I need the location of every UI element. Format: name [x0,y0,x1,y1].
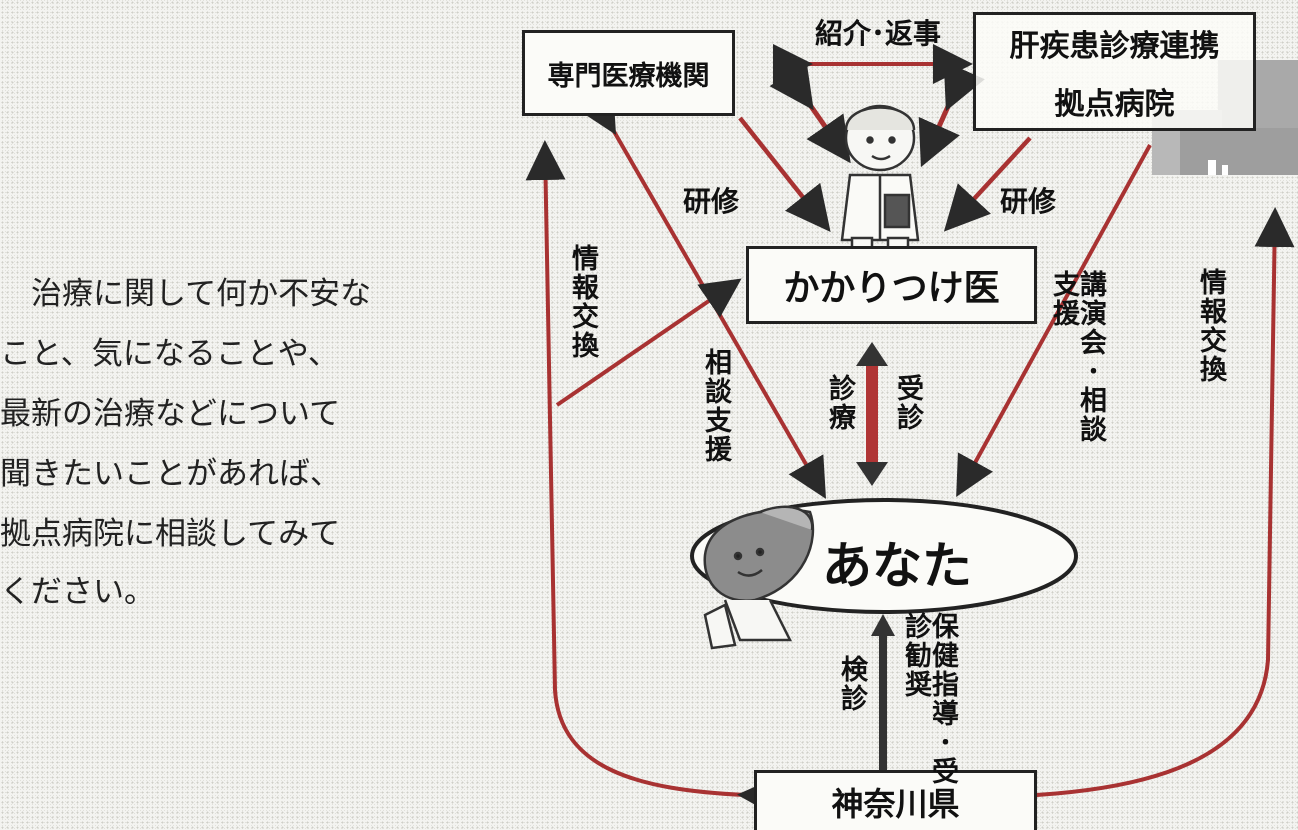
training-right-label: 研修 [1000,185,1057,218]
referral-reply-label: 紹介･返事 [815,17,942,50]
health-guidance-label: 保健指導･受診勧奨 [900,612,958,786]
family-doctor-node: かかりつけ医 [746,246,1037,324]
intro-line-1: 治療に関して何か不安な [0,276,372,312]
specialist-label: 専門医療機関 [547,60,710,92]
consult-support-left-label: 相談支援 [700,348,731,464]
info-exchange-left-label: 情報交換 [567,244,598,360]
treatment-label: 診療 [824,374,855,432]
base-hospital-label-line1: 肝疾患診療連携 [1009,28,1220,64]
doctor-illustration [840,104,920,271]
checkup-label: 検診 [836,655,867,713]
base-hospital-node: 肝疾患診療連携 拠点病院 [973,12,1256,131]
family-doctor-label: かかりつけ医 [783,268,1000,309]
intro-line-4: 聞きたいことがあれば、 [0,456,341,492]
intro-line-2: こと、気になることや、 [0,336,339,372]
lecture-consult-label: 講演会･相談支援 [1048,270,1106,444]
training-left-label: 研修 [683,185,740,218]
base-hospital-label-line2: 拠点病院 [1054,86,1175,122]
intro-line-5: 拠点病院に相談してみて [0,516,341,552]
info-exchange-right-label: 情報交換 [1195,268,1226,384]
visit-label: 受診 [892,374,923,432]
info-exchange-left-arrow [525,140,778,817]
you-label: あなた [822,537,972,595]
intro-line-3: 最新の治療などについて [0,396,341,432]
intro-line-6: ください。 [0,574,155,610]
info-exchange-right-arrow [985,207,1295,818]
specialist-node: 専門医療機関 [522,30,735,116]
prefecture-label: 神奈川県 [831,784,960,823]
liver-character-illustration [703,505,815,650]
prefecture-node: 神奈川県 [754,770,1037,830]
treatment-visit-arrow [856,342,888,486]
